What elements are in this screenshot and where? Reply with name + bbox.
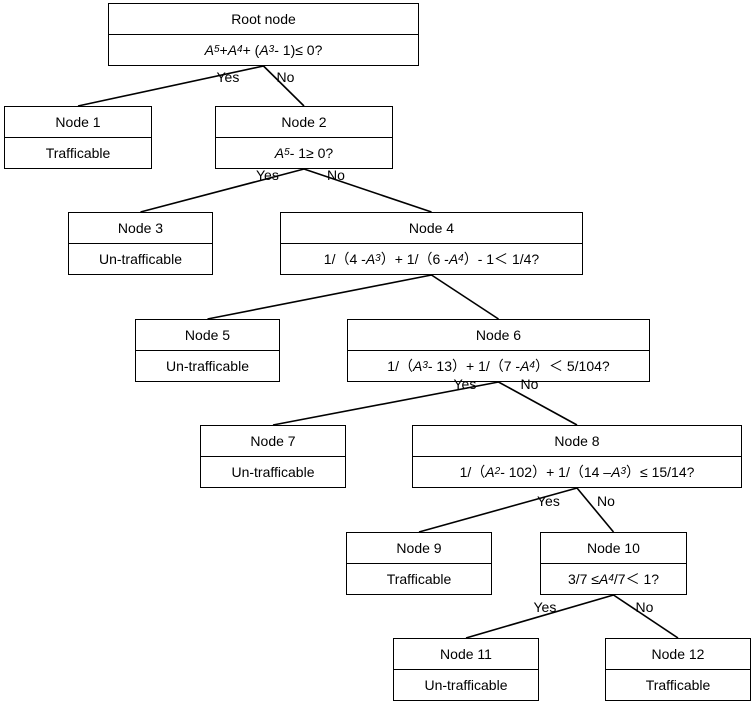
tree-node-node9: Node 9 Trafficable [346,532,492,595]
edge-node6-node7 [272,381,499,426]
edge-label-yes: Yes [453,376,477,392]
node-body: Un-trafficable [165,357,249,374]
edge-label-yes: Yes [533,599,557,615]
edge-label-no: No [520,376,539,392]
node-body: Un-trafficable [98,250,182,267]
node-title: Node 9 [347,533,491,564]
node-title: Node 1 [5,107,151,138]
edge-node10-node11 [465,594,614,639]
edge-label-yes: Yes [256,167,279,183]
edge-node2-node4 [303,168,432,213]
edge-label-yes: Yes [216,69,240,85]
node-title: Node 7 [201,426,345,457]
node-body: Un-trafficable [231,463,315,480]
node-body: Trafficable [645,676,711,693]
node-title: Node 12 [606,639,750,670]
edge-node2-node3 [140,168,305,213]
node-title: Node 4 [281,213,582,244]
edge-label-no: No [597,493,615,509]
tree-node-node11: Node 11 Un-trafficable [393,638,539,701]
edge-root-node2 [262,65,305,107]
edge-label-no: No [276,69,295,85]
node-title: Node 10 [541,533,686,564]
edge-label-no: No [635,599,654,615]
edge-node8-node9 [418,487,578,533]
node-title: Node 3 [69,213,212,244]
node-title: Node 2 [216,107,392,138]
node-body: Trafficable [45,144,111,161]
tree-node-node1: Node 1 Trafficable [4,106,152,169]
tree-node-node5: Node 5 Un-trafficable [135,319,280,382]
edge-node6-node8 [498,381,578,426]
edge-node8-node10 [576,487,615,533]
node-title: Node 8 [413,426,741,457]
edge-node4-node6 [431,274,499,320]
node-title: Node 6 [348,320,649,351]
node-body: Un-trafficable [424,676,508,693]
node-title: Node 5 [136,320,279,351]
edge-node10-node12 [613,594,679,639]
tree-node-node12: Node 12 Trafficable [605,638,751,701]
node-title: Root node [109,4,418,35]
edge-label-yes: Yes [537,493,560,509]
tree-node-node7: Node 7 Un-trafficable [200,425,346,488]
edge-label-no: No [327,167,345,183]
node-title: Node 11 [394,639,538,670]
edge-node4-node5 [207,274,432,320]
edge-root-node1 [77,65,264,107]
tree-node-node3: Node 3 Un-trafficable [68,212,213,275]
node-body: Trafficable [386,570,452,587]
